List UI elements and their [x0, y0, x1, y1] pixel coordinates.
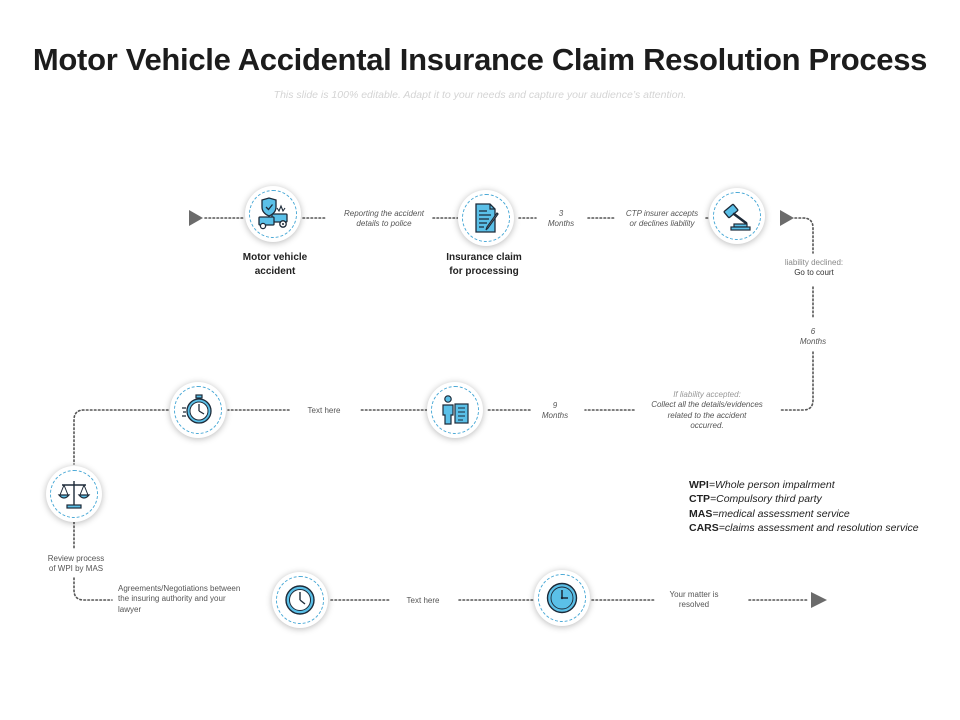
legend-item-ctp: CTP=Compulsory third party — [689, 493, 822, 506]
abbreviation-legend: WPI=Whole person impalrment CTP=Compulso… — [689, 478, 919, 535]
connector-6 — [794, 217, 814, 254]
person-document-icon — [442, 395, 469, 425]
legend-item-cars: CARS=claims assessment and resolution se… — [689, 521, 919, 534]
node-review-wpi[interactable] — [46, 466, 102, 522]
step-reporting: Reporting the accident details to police — [343, 209, 425, 229]
label-insurance-claim: Insurance claim for processing — [446, 252, 522, 277]
step-months-3: 3 Months — [547, 209, 575, 229]
node-ctp-decision[interactable] — [709, 188, 765, 244]
wall-clock-icon — [546, 582, 578, 614]
step-months-6: 6 Months — [799, 327, 827, 347]
car-accident-icon — [258, 197, 288, 230]
connector-8 — [780, 351, 814, 411]
step-liability-declined: liability declined: Go to court — [784, 258, 844, 278]
page-subtitle: This slide is 100% editable. Adapt it to… — [273, 89, 687, 101]
step-text-here-2: Text here — [406, 596, 440, 605]
end-arrow — [811, 592, 827, 608]
step-text-here-1: Text here — [307, 406, 341, 415]
turn-arrow — [780, 210, 794, 226]
node-insurance-claim[interactable] — [458, 190, 514, 246]
gavel-icon — [723, 203, 751, 231]
step-review-wpi: Review process of WPI by MAS — [47, 554, 105, 574]
stopwatch-icon — [182, 394, 212, 424]
connector-13 — [73, 409, 169, 465]
node-collect-evidence[interactable] — [427, 382, 483, 438]
node-motor-vehicle-accident[interactable] — [245, 186, 301, 242]
step-months-9: 9 Months — [541, 401, 569, 421]
connector-15 — [73, 577, 113, 601]
page-title: Motor Vehicle Accidental Insurance Claim… — [32, 42, 928, 77]
legend-item-mas: MAS=medical assessment service — [689, 507, 850, 520]
scales-icon — [57, 481, 91, 509]
node-stopwatch[interactable] — [170, 382, 226, 438]
step-matter-resolved: Your matter is resolved — [669, 590, 719, 610]
step-ctp-decision: CTP insurer accepts or declines liabilit… — [625, 209, 699, 229]
legend-item-wpi: WPI=Whole person impalrment — [689, 479, 835, 491]
step-agreements: Agreements/Negotiations between the insu… — [118, 584, 241, 614]
step-liability-accepted: If liability accepted: Collect all the d… — [651, 390, 763, 431]
clock-icon — [285, 585, 315, 615]
node-resolution-clock[interactable] — [534, 570, 590, 626]
label-motor-vehicle-accident: Motor vehicle accident — [242, 252, 308, 277]
start-arrow — [189, 210, 203, 226]
node-negotiation-clock[interactable] — [272, 572, 328, 628]
claim-document-icon — [475, 203, 499, 233]
